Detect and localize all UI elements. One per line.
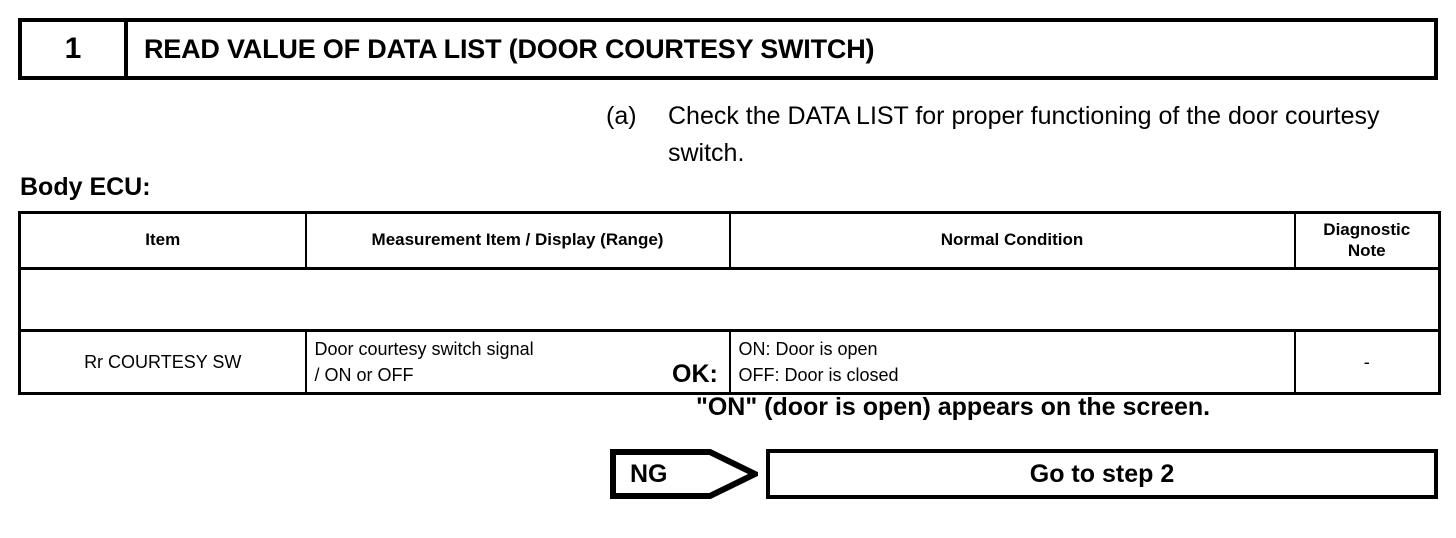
step-title-cell: READ VALUE OF DATA LIST (DOOR COURTESY S… — [128, 22, 1434, 76]
diagnostic-note-line-1: Diagnostic — [1323, 219, 1411, 239]
separator-cell-3 — [729, 267, 1295, 331]
table-header-separator — [18, 267, 1441, 331]
goto-step-box[interactable]: Go to step 2 — [766, 449, 1438, 499]
cell-normal-condition: ON: Door is open OFF: Door is closed — [728, 328, 1296, 396]
step-number: 1 — [64, 32, 82, 65]
column-header-diagnostic-note: Diagnostic Note — [1293, 211, 1441, 270]
normal-condition-line-1: ON: Door is open — [738, 339, 878, 359]
measurement-line-1: Door courtesy switch signal — [314, 339, 534, 359]
ok-result-block: OK: "ON" (door is open) appears on the s… — [672, 358, 1210, 424]
column-header-item: Item — [18, 211, 307, 270]
cell-diagnostic-note: - — [1293, 328, 1441, 396]
table-header-row: Item Measurement Item / Display (Range) … — [18, 211, 1441, 270]
table-header: Item Measurement Item / Display (Range) … — [18, 211, 1441, 270]
table-caption: Body ECU: — [20, 173, 151, 201]
ok-condition-text: "ON" (door is open) appears on the scree… — [696, 393, 1211, 421]
instruction-text: Check the DATA LIST for proper functioni… — [668, 102, 1380, 167]
cell-item: Rr COURTESY SW — [18, 328, 307, 396]
table-body: Rr COURTESY SW Door courtesy switch sign… — [18, 267, 1441, 396]
ng-label: NG — [630, 459, 668, 488]
normal-condition-line-2: OFF: Door is closed — [738, 365, 899, 386]
column-header-normal-condition: Normal Condition — [728, 211, 1296, 270]
ng-arrow-shape — [610, 449, 758, 499]
ng-flow-row: NG Go to step 2 — [610, 449, 1438, 499]
step-number-cell: 1 — [22, 22, 128, 76]
step-title: READ VALUE OF DATA LIST (DOOR COURTESY S… — [144, 33, 875, 64]
column-header-measurement: Measurement Item / Display (Range) — [304, 211, 731, 270]
instruction-block: (a) Check the DATA LIST for proper funct… — [606, 98, 1440, 172]
measurement-line-2: / ON or OFF — [314, 365, 414, 386]
separator-cell-1 — [18, 267, 306, 331]
separator-cell-4 — [1294, 267, 1441, 331]
separator-cell-2 — [305, 267, 730, 331]
goto-step-label: Go to step 2 — [1029, 459, 1175, 488]
step-header-bar: 1 READ VALUE OF DATA LIST (DOOR COURTESY… — [18, 18, 1438, 80]
data-list-table: Item Measurement Item / Display (Range) … — [18, 211, 1441, 396]
diagnostic-note-line-2: Note — [1347, 240, 1386, 260]
instruction-marker: (a) — [606, 102, 637, 130]
ok-label: OK: — [672, 360, 718, 388]
cell-measurement: Door courtesy switch signal / ON or OFF — [304, 328, 731, 396]
table-row: Rr COURTESY SW Door courtesy switch sign… — [18, 328, 1441, 396]
